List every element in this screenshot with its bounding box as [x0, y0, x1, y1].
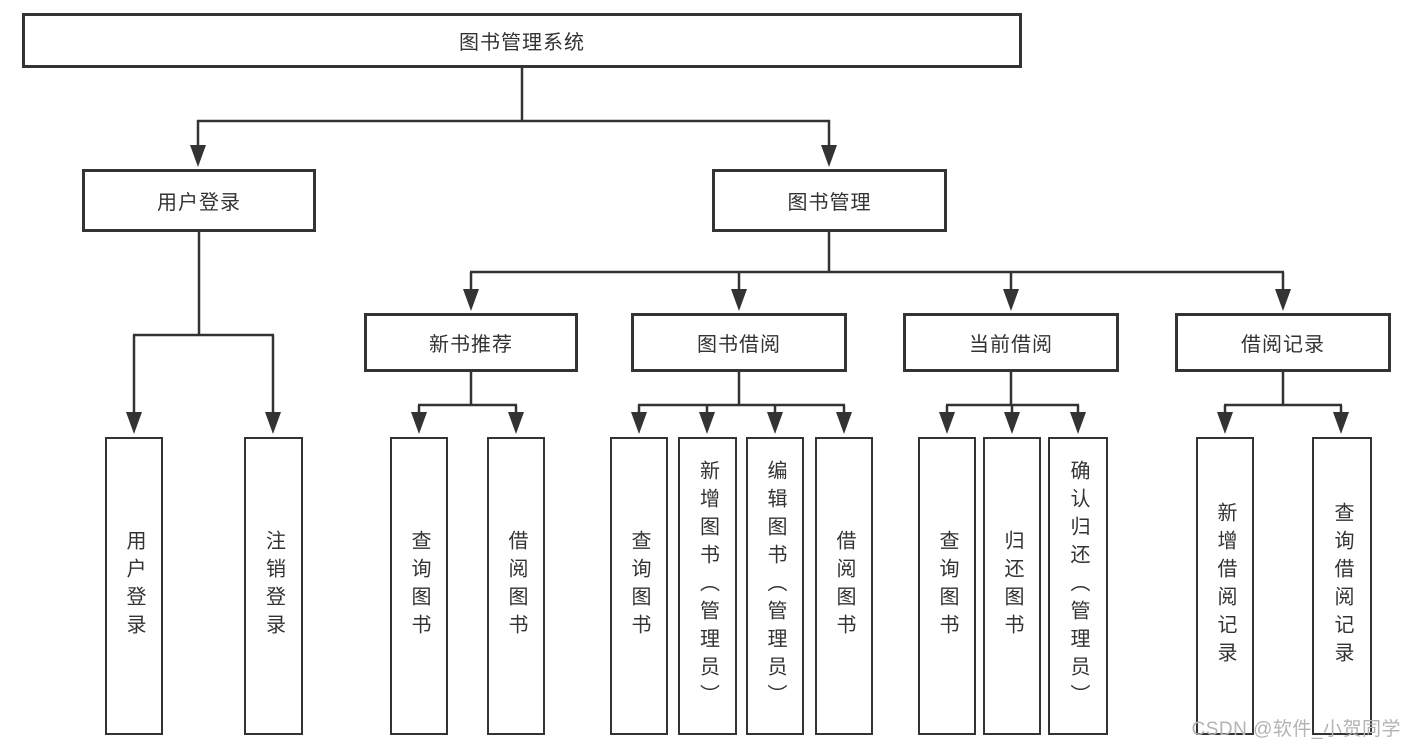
leaf-query-books-3: 查询图书: [918, 437, 976, 735]
leaf-logout: 注销登录: [244, 437, 303, 735]
leaf-add-book-admin: 新增图书（管理员）: [678, 437, 737, 735]
connector-current-borrow: [945, 371, 1080, 416]
node-borrow-records-label: 借阅记录: [1241, 334, 1325, 356]
leaf-query-borrow-record: 查询借阅记录: [1312, 437, 1372, 735]
leaf-add-borrow-record: 新增借阅记录: [1196, 437, 1254, 735]
node-book-borrow-label: 图书借阅: [697, 334, 781, 356]
watermark: CSDN @软件_小贺同学: [1191, 719, 1401, 740]
node-current-borrow-label: 当前借阅: [969, 334, 1053, 356]
leaf-return-books: 归还图书: [983, 437, 1041, 735]
leaf-return-books-label: 归还图书: [1001, 530, 1023, 642]
node-user-login: 用户登录: [82, 169, 316, 232]
node-new-book-recommend-label: 新书推荐: [429, 334, 513, 356]
leaf-borrow-books-2-label: 借阅图书: [833, 530, 855, 642]
node-user-login-label: 用户登录: [157, 192, 241, 214]
leaf-borrow-books-1-label: 借阅图书: [505, 530, 527, 642]
connector-new-book-recommend: [417, 371, 518, 416]
connector-borrow-records: [1223, 371, 1343, 416]
arrowheads: [126, 145, 1349, 434]
leaf-query-books-3-label: 查询图书: [936, 530, 958, 642]
node-current-borrow: 当前借阅: [903, 313, 1119, 372]
connector-user-login: [132, 231, 275, 416]
leaf-add-book-admin-label: 新增图书（管理员）: [696, 460, 719, 712]
node-new-book-recommend: 新书推荐: [364, 313, 578, 372]
leaf-edit-book-admin-label: 编辑图书（管理员）: [764, 460, 786, 712]
leaf-query-books-1-label: 查询图书: [408, 530, 430, 642]
leaf-borrow-books-2: 借阅图书: [815, 437, 873, 735]
leaf-logout-label: 注销登录: [262, 530, 285, 642]
node-book-management: 图书管理: [712, 169, 947, 232]
leaf-user-login-label: 用户登录: [123, 530, 145, 642]
node-book-borrow: 图书借阅: [631, 313, 847, 372]
node-borrow-records: 借阅记录: [1175, 313, 1391, 372]
leaf-borrow-books-1: 借阅图书: [487, 437, 545, 735]
connector-root: [196, 68, 831, 149]
leaf-confirm-return-admin-label: 确认归还（管理员）: [1067, 460, 1089, 712]
leaf-query-books-1: 查询图书: [390, 437, 448, 735]
node-root-label: 图书管理系统: [459, 32, 585, 54]
leaf-user-login: 用户登录: [105, 437, 163, 735]
leaf-query-books-2-label: 查询图书: [628, 530, 650, 642]
node-book-management-label: 图书管理: [787, 192, 872, 214]
leaf-confirm-return-admin: 确认归还（管理员）: [1048, 437, 1108, 735]
node-root: 图书管理系统: [22, 13, 1022, 68]
connector-book-management: [469, 231, 1285, 292]
leaf-query-books-2: 查询图书: [610, 437, 668, 735]
connector-book-borrow: [637, 371, 846, 416]
leaf-query-borrow-record-label: 查询借阅记录: [1331, 502, 1353, 670]
leaf-edit-book-admin: 编辑图书（管理员）: [746, 437, 804, 735]
leaf-add-borrow-record-label: 新增借阅记录: [1214, 502, 1236, 670]
